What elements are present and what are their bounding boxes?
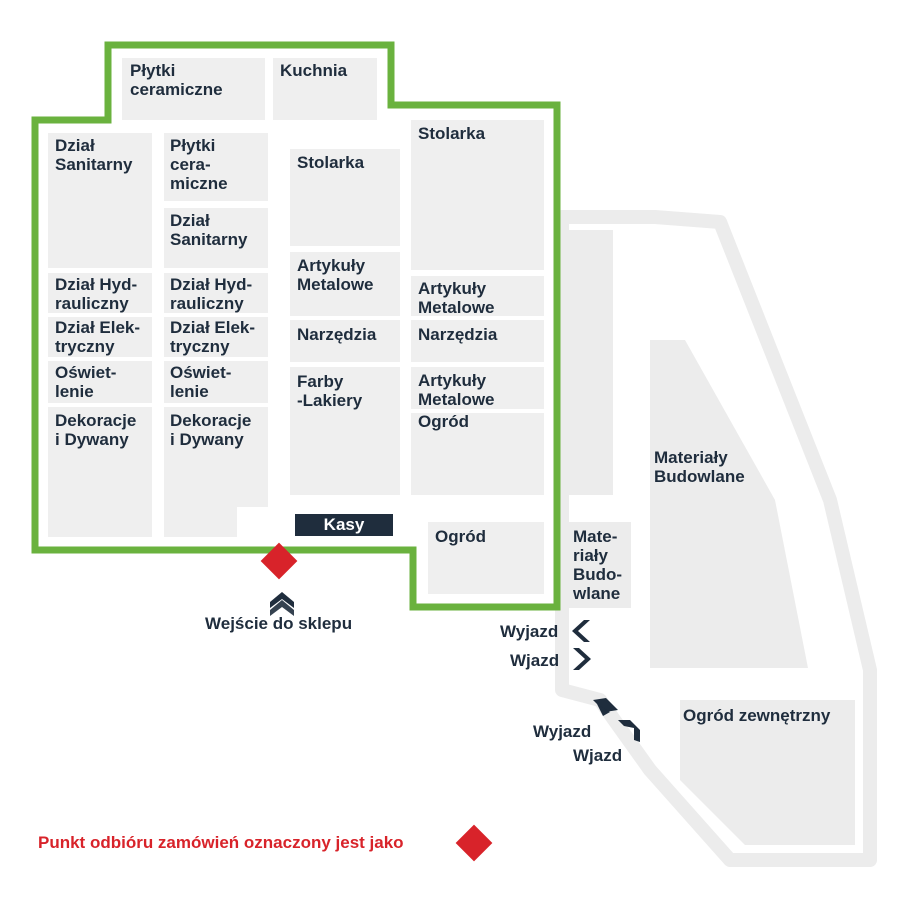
label-dekoracje-2: Dekoracje i Dywany <box>170 411 252 449</box>
label-ogrod-zewnetrzny: Ogród zewnętrzny <box>683 706 831 725</box>
pickup-point-icon <box>260 542 298 580</box>
legend-diamond-icon <box>455 824 493 862</box>
yard-outline <box>555 210 877 867</box>
label-kuchnia: Kuchnia <box>280 61 348 80</box>
label-sanitarny-1: Dział Sanitarny <box>55 136 133 174</box>
zone-artykuly-3 <box>411 367 544 409</box>
entry-chevron-icon <box>573 648 591 670</box>
zone-outer-column <box>568 230 613 495</box>
label-sanitarny-2: Dział Sanitarny <box>170 211 248 249</box>
label-wjazd-1: Wjazd <box>510 651 560 670</box>
zone-oswietlenie-2 <box>164 361 268 403</box>
label-oswietlenie-2: Oświet- lenie <box>170 363 232 401</box>
legend-text: Punkt odbióru zamówień oznaczony jest ja… <box>38 833 404 852</box>
label-oswietlenie-1: Oświet- lenie <box>55 363 117 401</box>
label-narzedzia-2: Narzędzia <box>418 325 498 344</box>
label-ogrod-2: Ogród <box>435 527 486 546</box>
label-plytki-top: Płytki ceramiczne <box>130 61 223 99</box>
label-artykuly-2: Artykuły Metalowe <box>418 279 495 317</box>
label-stolarka-1: Stolarka <box>297 153 365 172</box>
zone-kuchnia <box>273 58 377 120</box>
zone-hydraulika-2 <box>164 273 268 313</box>
label-materialy-small: Mate- riały Budo- wlane <box>573 527 623 603</box>
label-hydraulika-1: Dział Hyd- rauliczny <box>55 275 138 313</box>
zone-dekoracje-2 <box>164 407 268 507</box>
zone-materialy-small <box>567 522 631 608</box>
zone-dekoracje-2b <box>164 507 237 537</box>
zone-sanitarny-1 <box>48 133 152 268</box>
exit-chevron-icon <box>572 620 590 642</box>
label-wjazd-2: Wjazd <box>573 746 623 765</box>
entrance-chevron-icon <box>270 592 294 616</box>
label-plytki-mid: Płytki cera- miczne <box>170 136 228 193</box>
zone-farby <box>290 367 400 495</box>
label-wyjazd-2: Wyjazd <box>533 722 592 741</box>
label-elektryka-2: Dział Elek- tryczny <box>170 318 256 356</box>
zone-artykuly-2 <box>411 276 544 316</box>
label-kasy: Kasy <box>295 514 393 536</box>
label-farby: Farby -Lakiery <box>297 372 363 410</box>
zone-materialy-big <box>650 340 808 668</box>
zone-hydraulika-1 <box>48 273 152 313</box>
zone-dekoracje-1 <box>48 407 152 537</box>
zone-elektryka-1 <box>48 317 152 357</box>
zone-stolarka-1 <box>290 149 400 246</box>
label-artykuly-3: Artykuły Metalowe <box>418 371 495 409</box>
store-outline <box>31 41 561 611</box>
label-dekoracje-1: Dekoracje i Dywany <box>55 411 137 449</box>
label-wyjazd-1: Wyjazd <box>500 622 559 641</box>
label-artykuly-1: Artykuły Metalowe <box>297 256 374 294</box>
label-materialy-big: Materiały Budowlane <box>654 448 745 486</box>
label-ogrod-1: Ogród <box>418 412 469 431</box>
zone-narzedzia-2 <box>411 320 544 362</box>
label-elektryka-1: Dział Elek- tryczny <box>55 318 141 356</box>
zone-oswietlenie-1 <box>48 361 152 403</box>
zone-artykuly-1 <box>290 252 400 316</box>
zone-ogrod-zewnetrzny <box>680 700 855 845</box>
zone-plytki-mid <box>164 133 268 201</box>
zone-sanitarny-2 <box>164 208 268 268</box>
label-hydraulika-2: Dział Hyd- rauliczny <box>170 275 253 313</box>
zone-stolarka-2 <box>411 120 544 270</box>
zone-elektryka-2 <box>164 317 268 357</box>
label-stolarka-2: Stolarka <box>418 124 486 143</box>
zone-ogrod-2 <box>428 522 544 594</box>
zone-plytki-top <box>122 58 265 120</box>
zone-ogrod-1 <box>411 413 544 495</box>
diagonal-chevrons-icon <box>593 698 640 742</box>
zone-narzedzia-1 <box>290 320 400 362</box>
label-narzedzia-1: Narzędzia <box>297 325 377 344</box>
label-entrance: Wejście do sklepu <box>205 614 353 633</box>
